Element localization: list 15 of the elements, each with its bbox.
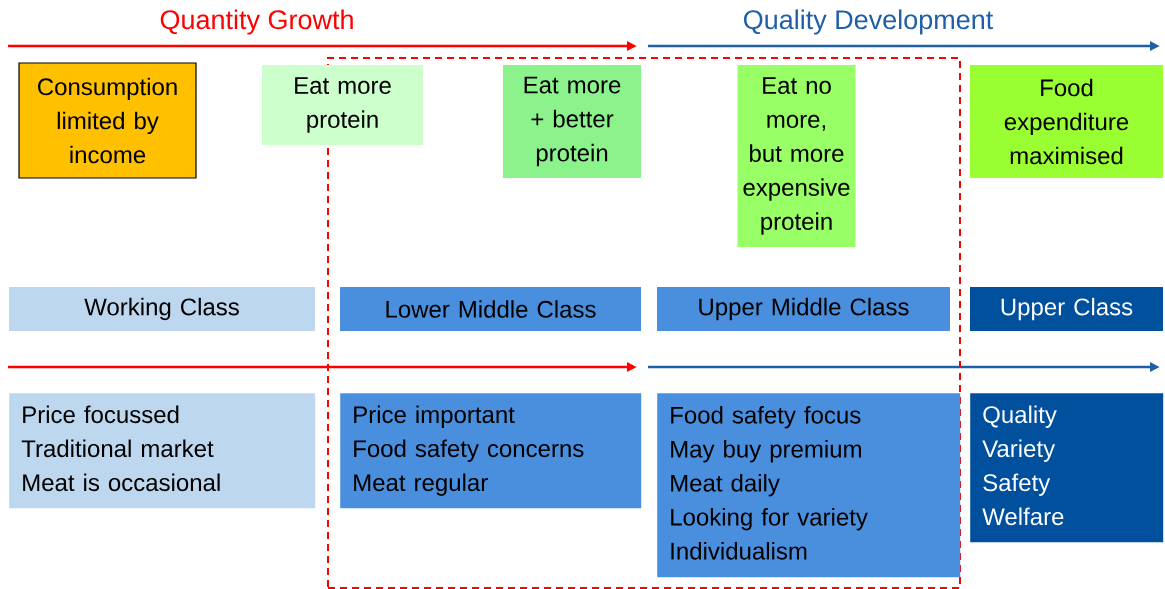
- text-box: Eat more protein: [262, 65, 423, 145]
- text-box: Food expenditure maximised: [970, 65, 1163, 178]
- text-box: Upper Middle Class: [657, 287, 950, 331]
- text-box: Working Class: [9, 287, 315, 331]
- heading: Quantity Growth: [160, 9, 353, 35]
- text-box: Upper Class: [970, 287, 1163, 331]
- text-box: Consumption limited by income: [18, 62, 197, 179]
- list-box: Food safety focus May buy premium Meat daily Looking for variety Individualism: [657, 393, 961, 578]
- list-box: Price focussed Traditional market Meat is occasional: [9, 393, 316, 509]
- text-box: Eat no more, but more expensive protein: [737, 65, 856, 247]
- list-box: Quality Variety Safety Welfare: [970, 393, 1164, 543]
- text-box: Eat more + better protein: [503, 65, 641, 178]
- heading: Quality Development: [744, 9, 994, 35]
- list-box: Price important Food safety concerns Meat regular: [340, 393, 642, 509]
- text-box: Lower Middle Class: [340, 287, 641, 331]
